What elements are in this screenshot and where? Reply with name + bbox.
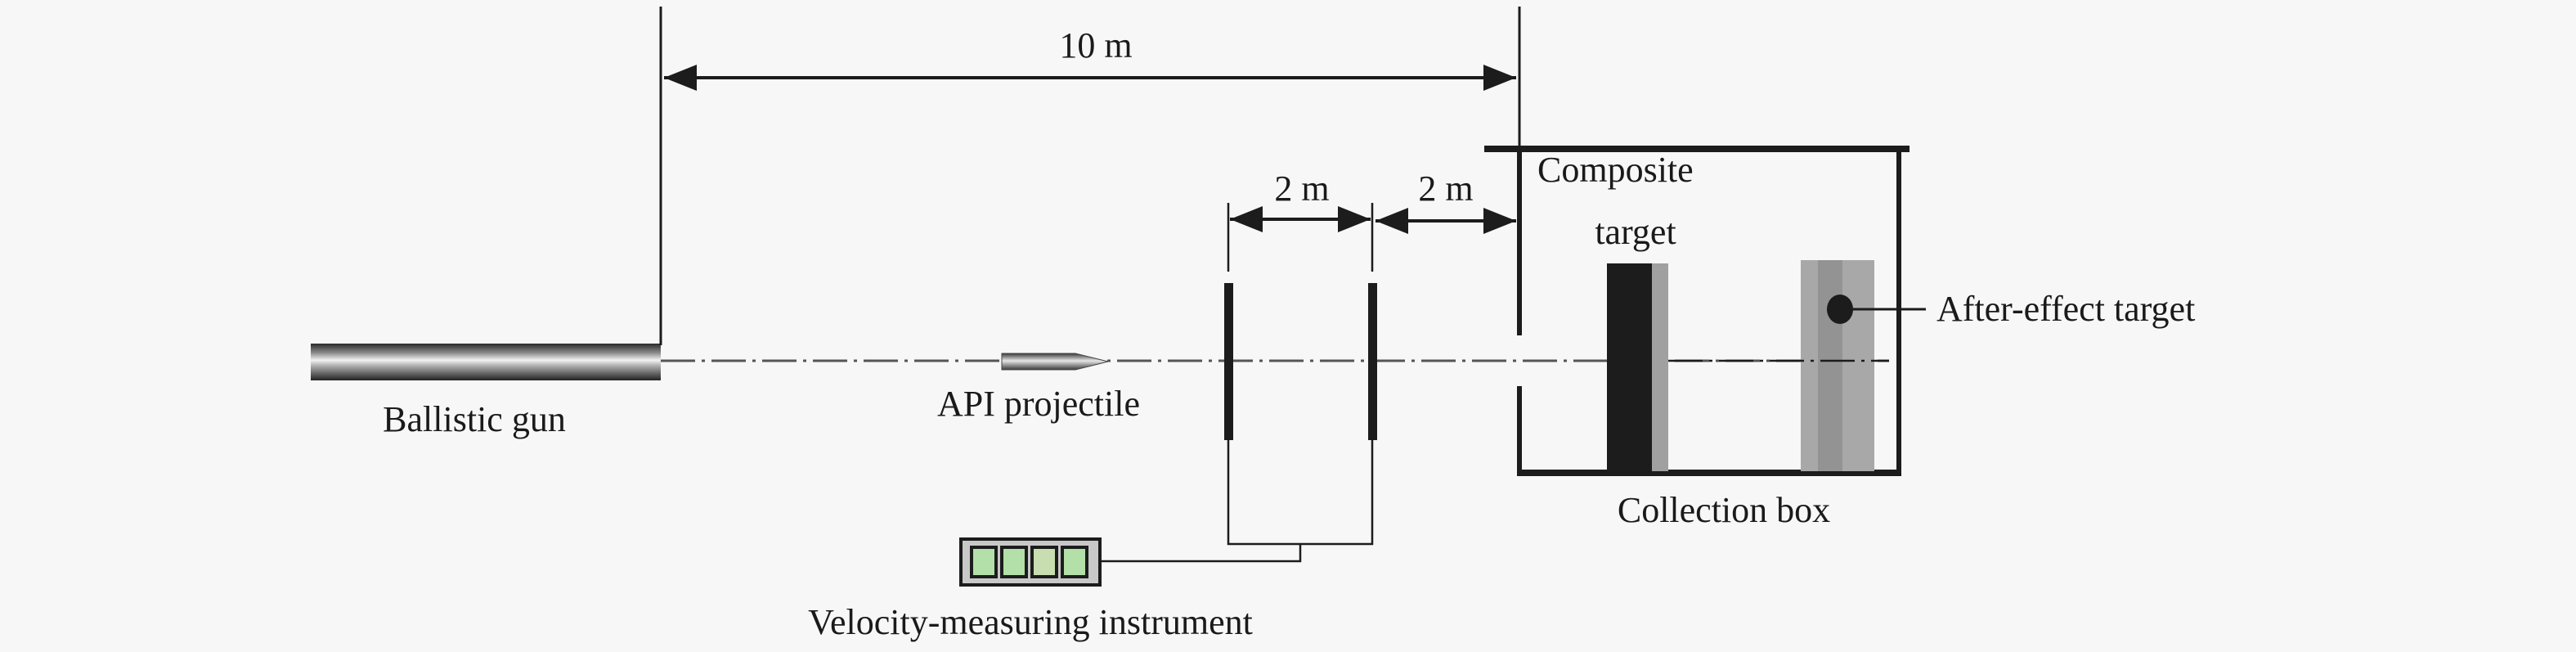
display-digit-4	[1061, 546, 1088, 578]
api-projectile	[1001, 353, 1109, 371]
after-effect-target-label: After-effect target	[1936, 289, 2195, 329]
dimension-label-2m-screens: 2 m	[1274, 169, 1329, 209]
velocity-measuring-instrument	[959, 537, 1102, 587]
velocity-screen-2	[1368, 283, 1377, 440]
display-digit-3	[1030, 546, 1058, 578]
projectile-label: API projectile	[937, 384, 1140, 424]
gun-barrel	[311, 344, 661, 380]
ballistic-gun	[311, 344, 661, 380]
composite-target	[1607, 263, 1668, 471]
collection-box-label: Collection box	[1618, 490, 1830, 530]
display-digit-2	[1000, 546, 1028, 578]
composite-target-label-line1: Composite	[1537, 150, 1694, 190]
dimension-label-10m: 10 m	[1059, 25, 1132, 65]
after-effect-marker-dot	[1827, 295, 1853, 324]
after-effect-target	[1801, 260, 1874, 471]
collection-box	[1484, 146, 1910, 476]
composite-target-label-line2: target	[1595, 212, 1676, 252]
gun-label: Ballistic gun	[383, 399, 566, 439]
velocity-screen-1	[1224, 283, 1233, 440]
screen-wiring	[1100, 440, 1374, 563]
dimension-label-2m-box: 2 m	[1418, 169, 1473, 209]
display-digit-1	[970, 546, 998, 578]
instrument-label: Velocity-measuring instrument	[808, 602, 1253, 642]
